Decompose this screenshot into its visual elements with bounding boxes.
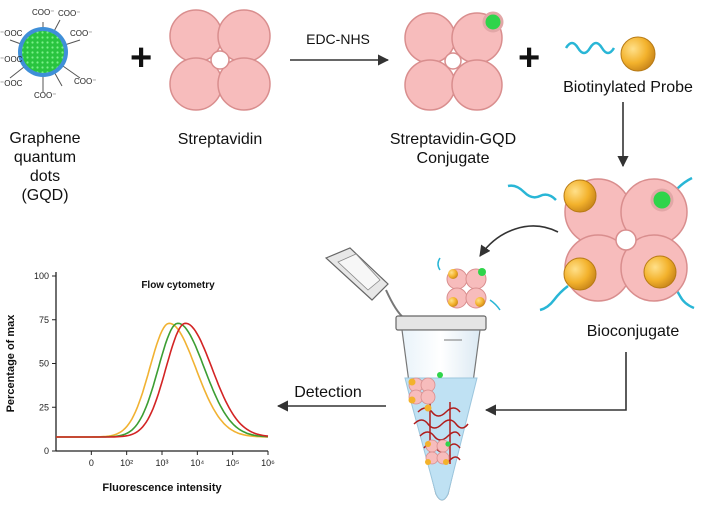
flow-cytometry-chart: 0 25 50 75 100 0 10² 10³ 10⁴ 10⁵ 10⁶ Flow cytometry… [5,271,275,494]
flow-arrow-curved [479,225,559,257]
gqd-label-line3: (GQD) [21,187,69,204]
y-tick-label: 50 [39,359,49,369]
conjugate-label-line2: Conjugate [416,150,490,167]
carboxyl-label: COO⁻ [34,91,56,100]
streptavidin-label: Streptavidin [177,131,263,148]
x-tick-label: 10² [120,458,133,468]
gqd-label-line2: quantum dots [13,149,77,185]
x-tick-label: 10⁵ [226,458,240,468]
carboxyl-label: COO⁻ [32,8,54,17]
y-tick-label: 25 [39,402,49,412]
streptavidin-icon [169,9,271,111]
probe-label: Biotinylated Probe [563,79,693,96]
x-tick-label: 10³ [155,458,168,468]
x-axis-label: Fluorescence intensity [102,482,222,494]
flow-arrow-elbow [484,352,627,416]
biotinylated-probe-icon [564,36,656,72]
carboxyl-label: ⁻OOC [0,29,23,38]
carboxyl-label: ⁻OOC [0,79,23,88]
microcentrifuge-tube-icon [324,247,487,501]
x-tick-label: 0 [89,458,94,468]
y-tick-label: 0 [44,446,49,456]
conjugate-label-line1: Streptavidin-GQD [389,131,517,148]
y-tick-label: 100 [34,271,49,281]
plus-icon: + [130,37,152,79]
small-bioconjugate-icon [437,257,501,311]
carboxyl-label: COO⁻ [58,9,80,18]
carboxyl-label: ⁻OOC [0,55,23,64]
y-tick-label: 75 [39,315,49,325]
y-axis-label: Percentage of max [5,314,17,413]
series-line-3 [56,322,269,438]
x-tick-label: 10⁴ [190,458,204,468]
gqd-label: Graphene quantum dots (GQD) [0,129,90,205]
x-tick-label: 10⁶ [261,458,275,468]
streptavidin-gqd-conjugate-icon [404,11,504,111]
carboxyl-label: COO⁻ [70,29,92,38]
chart-title: Flow cytometry [141,280,215,291]
conjugate-label: Streptavidin-GQD Conjugate [368,130,538,168]
detection-label: Detection [294,384,362,401]
bioconjugate-icon [507,176,695,312]
gqd-label-line1: Graphene [9,130,81,147]
gqd-particle-icon [9,19,81,92]
reagent-label: EDC-NHS [306,31,370,47]
plus-icon: + [518,37,540,79]
bioconjugate-label: Bioconjugate [586,323,680,340]
gqd-carboxyl-labels: COO⁻ COO⁻ COO⁻ COO⁻ ⁻OOC ⁻OOC ⁻OOC COO⁻ [0,8,96,100]
carboxyl-label: COO⁻ [74,77,96,86]
